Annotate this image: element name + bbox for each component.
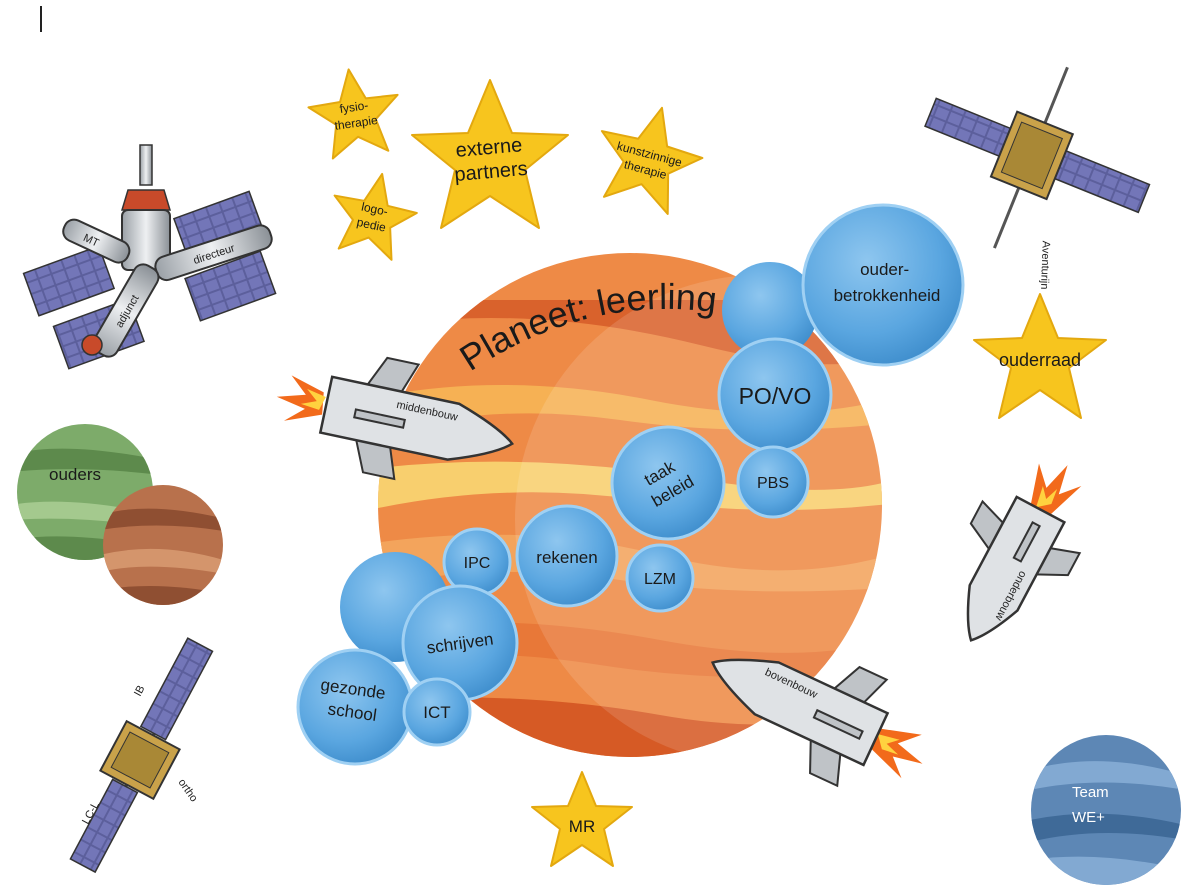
text-cursor <box>40 6 42 32</box>
bubble-ict <box>402 677 472 747</box>
space-station: directeur MT adjunct <box>22 144 277 370</box>
bubble-pbs-label: PBS <box>757 475 789 492</box>
star-externe-partners: externepartners <box>411 79 569 229</box>
label-ortho: ortho <box>176 777 200 804</box>
planet-ouders-label: ouders <box>49 465 101 484</box>
bubble-lzm <box>625 543 695 613</box>
bubble-ict-label: ICT <box>423 703 450 722</box>
star-kunstzinnige-therapie: kunstzinnigetherapie <box>600 106 704 215</box>
svg-text:MR: MR <box>569 817 595 836</box>
bubble-povo-label: PO/VO <box>739 383 812 409</box>
star-fysiotherapie: fysio-therapie <box>307 68 399 160</box>
bubble-unlabeled-top <box>722 262 818 358</box>
bubble-group: ouder- betrokkenheid PO/VO PBS taak bele… <box>296 203 965 766</box>
satellite-ib <box>69 637 214 874</box>
satellite-aventurijn: Aventurijn <box>924 66 1151 290</box>
rocket-onderbouw: onderbouw <box>966 463 1082 642</box>
bubble-ipc-label: IPC <box>464 555 491 572</box>
bubble-ouderbetrokkenheid <box>801 203 965 367</box>
star-logopedie: logo-pedie <box>333 172 418 261</box>
bubble-rekenen-label: rekenen <box>536 548 597 567</box>
bubble-rekenen <box>515 504 619 608</box>
planet-brown <box>103 485 223 605</box>
planet-team-label: Team WE+ <box>1072 784 1113 826</box>
svg-text:ouderraad: ouderraad <box>999 350 1081 370</box>
rocket-middenbouw: middenbouw <box>276 356 515 481</box>
planet-team-we: Team WE+ <box>1031 735 1181 885</box>
svg-text:fysio-therapie: fysio-therapie <box>331 97 378 133</box>
label-aventurijn: Aventurijn <box>1038 241 1052 290</box>
star-mr: MR <box>531 771 633 867</box>
bubble-taakbeleid <box>610 425 726 541</box>
bubble-pbs <box>736 445 810 519</box>
bubble-ouderbetrokkenheid-label: ouder- betrokkenheid <box>834 260 941 305</box>
star-group: fysio-therapie externepartners kunstzinn… <box>307 68 1107 867</box>
bubble-lzm-label: LZM <box>644 571 676 588</box>
star-ouderraad: ouderraad <box>973 293 1107 419</box>
svg-text:logo-pedie: logo-pedie <box>356 199 391 235</box>
label-ib: IB <box>132 684 147 699</box>
